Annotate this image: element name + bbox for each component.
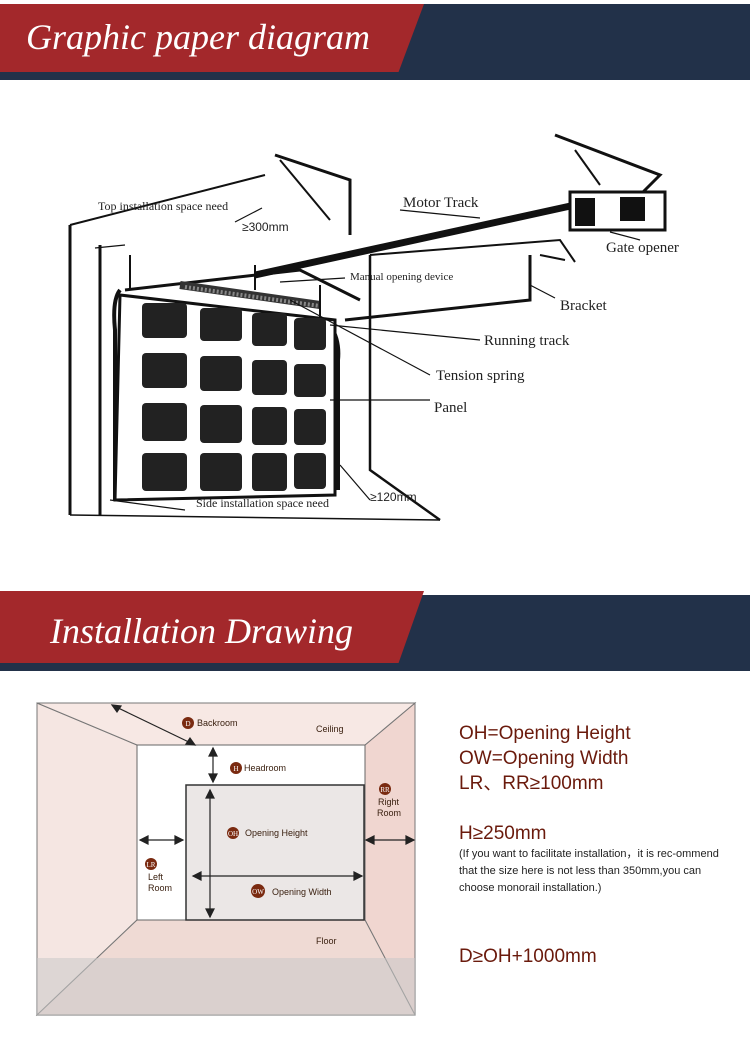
banner-red-band [0,4,424,72]
opening-width-label: Opening Width [272,887,332,897]
left-room-line1: Left [148,872,164,882]
opening-height-badge: OH [228,830,238,838]
right-room-badge: RR [380,786,390,794]
manual-device-label: Manual opening device [350,271,453,283]
top-space-mm: ≥300mm [242,220,289,234]
graphic-paper-title: Graphic paper diagram [26,17,370,57]
right-room-line2: Room [377,808,401,818]
banner-red-band [0,591,424,663]
running-track-label: Running track [484,333,570,349]
graphic-paper-banner: Graphic paper diagram [0,4,750,80]
left-room-badge: LR [147,861,156,869]
installation-drawing-title: Installation Drawing [50,611,354,651]
backroom-label: Backroom [197,718,238,728]
ceiling-label: Ceiling [316,724,344,734]
legend-note: (If you want to facilitate installation，… [459,848,719,894]
motor-track-label: Motor Track [403,195,479,211]
tension-spring-label: Tension spring [436,368,525,384]
legend-ow: OW=Opening Width [459,748,629,769]
garage-door-diagram: Top installation space need ≥300mm Motor… [68,133,679,522]
right-room-line1: Right [378,797,400,807]
opening-width-badge: OW [252,888,264,896]
top-space-label: Top installation space need [98,199,228,213]
legend-h: H≥250mm [459,823,547,844]
legend-oh: OH=Opening Height [459,723,631,744]
headroom-badge: H [233,765,238,773]
door-panels [142,303,326,491]
headroom-label: Headroom [244,763,286,773]
panel-label: Panel [434,400,467,416]
side-space-mm: ≥120mm [370,490,417,504]
legend-d: D≥OH+1000mm [459,946,597,967]
side-space-label: Side installation space need [196,496,329,510]
opening-height-label: Opening Height [245,828,308,838]
installation-drawing-banner: Installation Drawing [0,591,750,671]
installation-room-diagram: D H RR OH LR OW Backroom Ceiling Headroo… [35,701,417,1017]
floor-label: Floor [316,936,337,946]
bracket-label: Bracket [560,298,607,314]
legend-lr-rr: LR、RR≥100mm [459,773,604,794]
backroom-badge: D [185,720,190,728]
left-room-line2: Room [148,883,172,893]
gate-opener-label: Gate opener [606,240,679,256]
